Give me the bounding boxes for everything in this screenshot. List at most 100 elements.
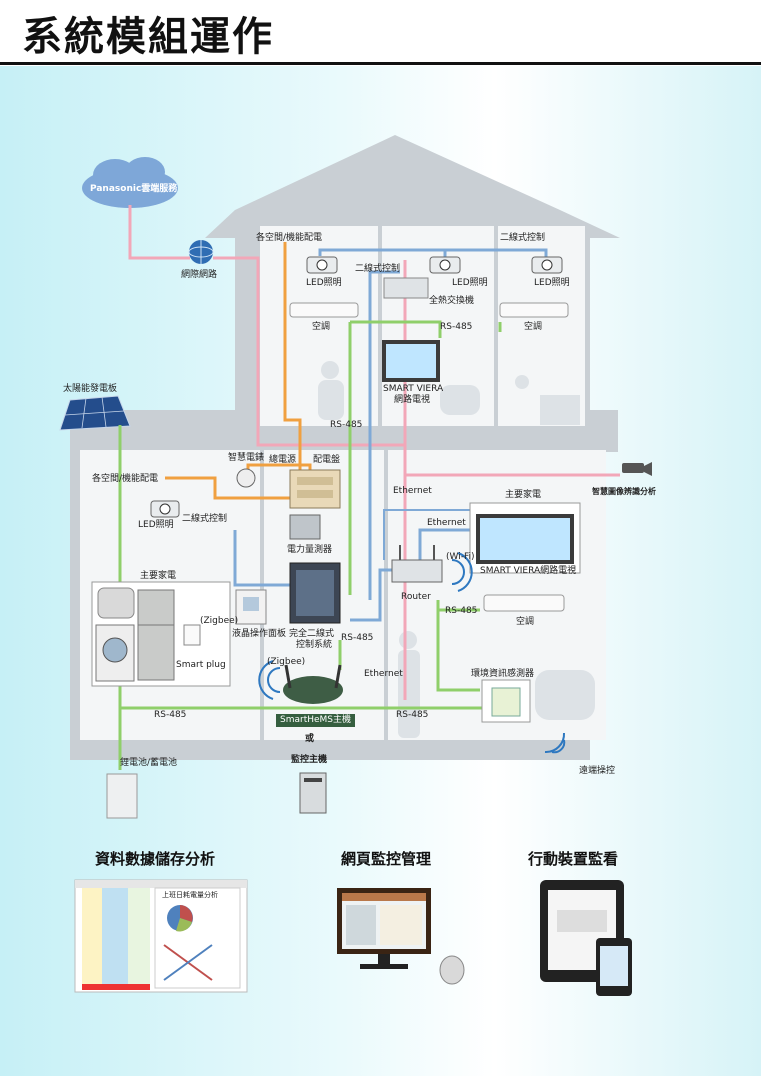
distribution-panel-icon [289, 469, 341, 509]
mobile-monitor-title: 行動裝置監看 [528, 850, 619, 868]
or-label: 或 [305, 734, 315, 744]
data-analysis-title: 資料數據儲存分析 [95, 850, 216, 868]
desk-silhouette [540, 395, 580, 425]
led-light-icon [439, 259, 451, 271]
hems-router-icon [283, 676, 343, 704]
smart-plug-label: Smart plug [176, 660, 226, 670]
ac-label: 空調 [516, 617, 535, 627]
tv-screen [386, 344, 436, 378]
floor2-wall-2 [494, 226, 498, 426]
ethernet-label: Ethernet [364, 669, 403, 679]
person-silhouette [321, 361, 339, 379]
sofa-silhouette [535, 670, 595, 720]
floor1-devices [91, 462, 652, 723]
connection-lines [118, 205, 620, 770]
env-sensor-icon [491, 687, 521, 717]
lcd-panel-icon [235, 589, 267, 625]
solar-label: 太陽能發電板 [63, 384, 118, 394]
panel-label: 配電盤 [313, 455, 341, 465]
control-system-label: 控制系統 [296, 640, 333, 650]
floor1-wiring-label: 各空間/機能配電 [92, 474, 159, 484]
panel-breakers [297, 490, 333, 498]
led-label: LED照明 [452, 278, 488, 288]
appliances-label: 主要家電 [140, 571, 177, 581]
smart-plug-icon [183, 624, 201, 646]
rs485-label: RS-485 [330, 420, 363, 430]
child-silhouette [515, 375, 529, 389]
router-icon [391, 559, 443, 583]
ac-label: 空調 [524, 322, 543, 332]
floor2-wall-1 [378, 226, 382, 426]
mouse-icon [439, 955, 465, 985]
person-silhouette [318, 380, 344, 420]
panel-breakers [297, 477, 333, 485]
tv-label: 網路電視 [394, 395, 431, 405]
solar-panel-icon [59, 395, 131, 431]
sofa-silhouette [440, 385, 480, 415]
title-rule [0, 62, 761, 65]
main-power-label: 總電源 [269, 455, 297, 465]
wifi-label: (Wi-Fi) [446, 552, 475, 562]
hems-antenna [284, 664, 292, 689]
led-label: LED照明 [306, 278, 342, 288]
globe-icon [188, 240, 214, 264]
led-label: LED照明 [534, 278, 570, 288]
tv-label: SMART VIERA網路電視 [480, 566, 577, 576]
tv-screen-label: SMART VIERA [383, 384, 444, 394]
rs485-label: RS-485 [341, 633, 374, 643]
led-light-icon [316, 259, 328, 271]
zigbee-label: (Zigbee) [200, 616, 239, 626]
rs485-label: RS-485 [440, 322, 473, 332]
remote-label: 遠端操控 [579, 766, 616, 776]
router-label: Router [401, 592, 431, 602]
person-silhouette [398, 650, 420, 738]
floor2-wiring-label: 各空間/機能配電 [256, 233, 323, 243]
lcd-panel-label: 液晶操作面板 [232, 629, 287, 639]
header: 系統模組運作 [0, 0, 761, 66]
tablet-icon [540, 880, 632, 996]
cloud-label: Panasonic雲端服務 [90, 184, 178, 194]
wifi-icon [258, 552, 566, 754]
smart-meter-label: 智慧電錶 [228, 453, 265, 463]
erv-label: 全熱交換機 [429, 296, 475, 306]
person-silhouette [399, 631, 417, 649]
spreadsheet-icon [74, 879, 248, 993]
phone-screen [600, 946, 628, 986]
washer-icon [95, 624, 135, 682]
battery-label: 鋰電池/蓄電池 [120, 758, 178, 768]
two-wire-label: 二線式控制 [182, 514, 228, 524]
smart-meter-icon [236, 468, 256, 488]
rs485-label: RS-485 [445, 606, 478, 616]
camera-lens [644, 462, 652, 476]
pc-drive [304, 778, 322, 782]
monitor-icon [337, 888, 465, 985]
power-meter-label: 電力量測器 [287, 545, 333, 555]
control-boards [296, 570, 334, 616]
led-light-icon [541, 259, 553, 271]
battery-icon [106, 773, 138, 819]
hems-label: SmartHeMS主機 [276, 714, 356, 727]
control-system-label: 完全二線式 [289, 629, 335, 639]
camera-label: 智慧圖像辨識分析 [592, 486, 656, 496]
hems-antenna [334, 664, 342, 689]
ac-label: 空調 [312, 322, 331, 332]
two-wire-label: 二線式控制 [355, 264, 401, 274]
washer-door [102, 637, 128, 663]
lcd-screen [243, 597, 259, 611]
rs485-label: RS-485 [154, 710, 187, 720]
page-title: 系統模組運作 [22, 13, 274, 60]
env-sensor-label: 環境資訊感測器 [471, 669, 535, 679]
ethernet-label: Ethernet [393, 486, 432, 496]
led-label: LED照明 [138, 520, 174, 530]
led-light-icon [159, 503, 171, 515]
ethernet-label: Ethernet [427, 518, 466, 528]
rs485-label: RS-485 [396, 710, 429, 720]
internet-label: 網際網路 [181, 270, 218, 280]
fridge-icon [137, 589, 175, 681]
appliances-label: 主要家電 [505, 490, 542, 500]
erv-icon [383, 277, 429, 299]
air-conditioner-icon [289, 302, 359, 318]
monitor-host-label: 監控主機 [291, 755, 328, 765]
floor2-devices [289, 256, 569, 382]
